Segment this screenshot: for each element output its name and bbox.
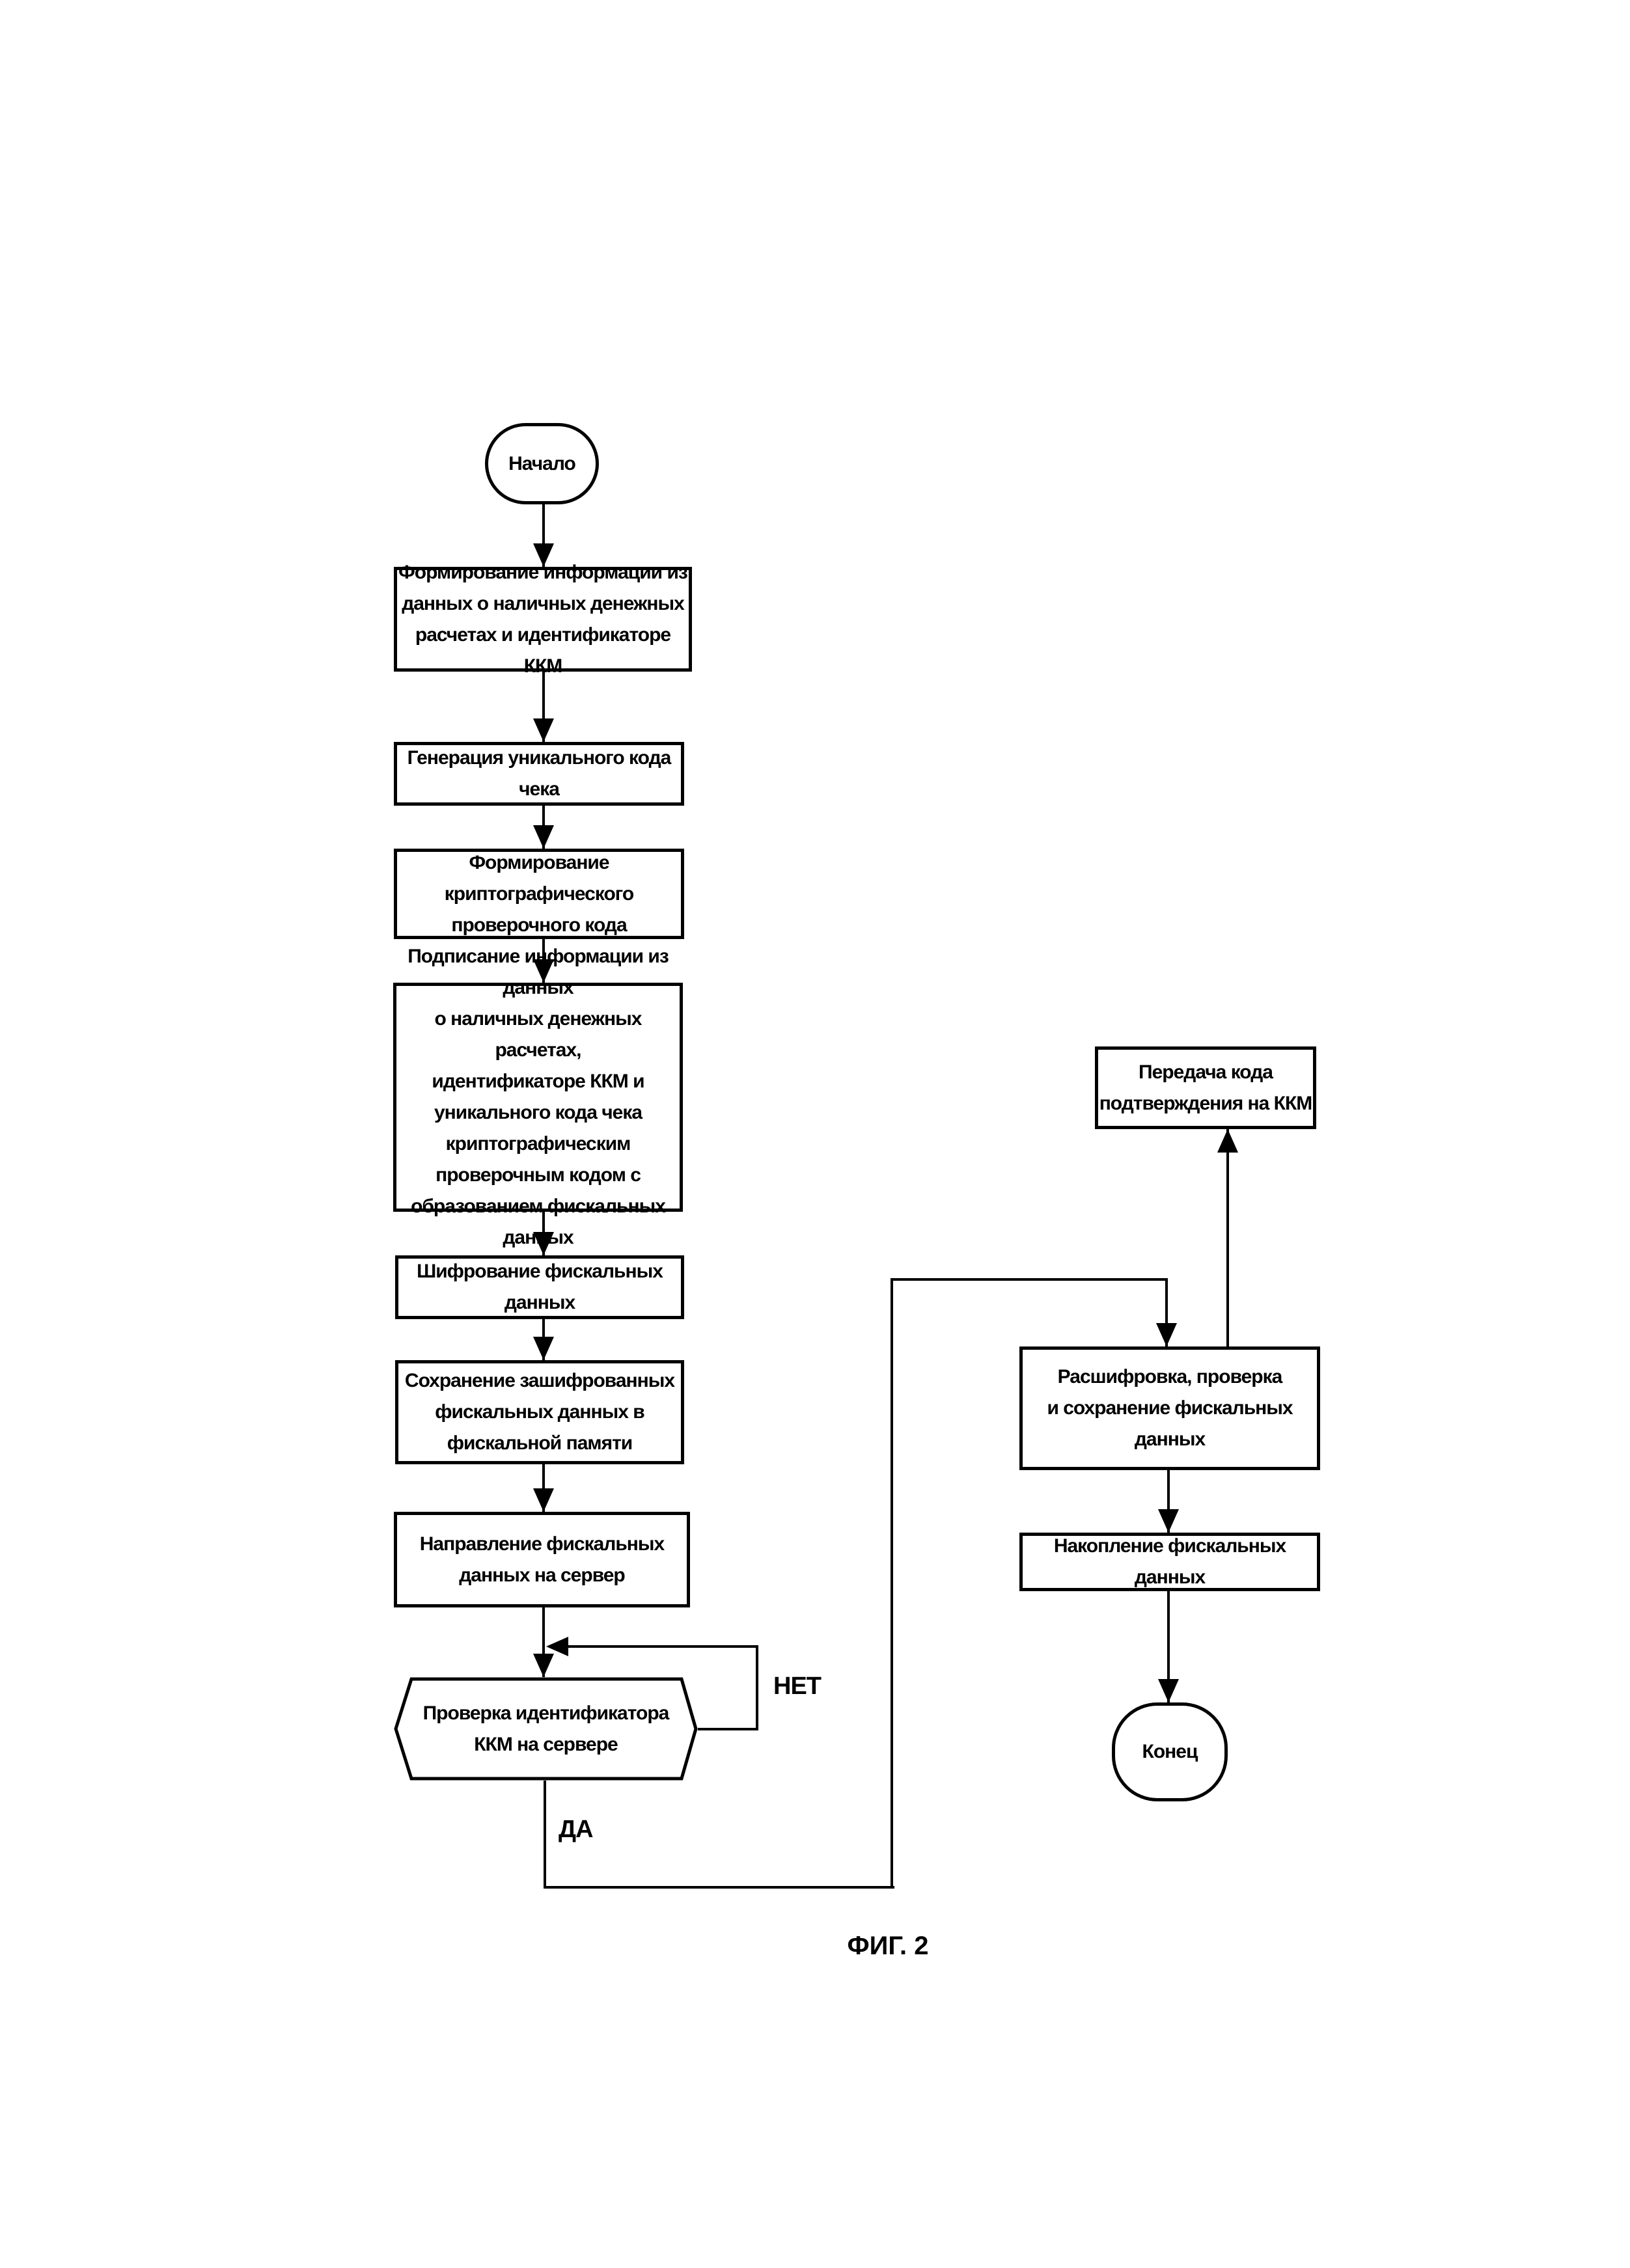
flowchart-node-check-id-label: Проверка идентификатора ККМ на сервере [422,1702,670,1755]
edge-yes-down [544,1781,546,1889]
edge-send-to-check-arrow-icon [533,1654,554,1677]
edge-decrypt-to-accumulate [1167,1470,1170,1533]
flowchart-node-form-crypto-code: Формирование криптографического провероч… [394,849,684,939]
hexagon-shape [394,1677,698,1781]
edge-save-to-send-arrow-icon [533,1488,554,1512]
edge-decrypt-to-accumulate-arrow-icon [1158,1509,1179,1533]
edge-yes-into-decrypt [1165,1278,1168,1346]
edge-yes-bottom [544,1886,894,1889]
flowchart-node-sign-info: Подписание информации из данных о наличн… [393,946,683,1248]
edge-no-loop-bottom [698,1728,758,1730]
edge-decrypt-to-confirm-arrow-icon [1217,1129,1238,1153]
edge-accumulate-to-end [1167,1591,1170,1702]
flowchart-node-form-info: Формирование информации из данных о нали… [394,562,692,677]
flowchart-node-decrypt-check-save: Расшифровка, проверка и сохранение фиска… [1019,1346,1320,1470]
edge-yes-top [891,1278,1168,1281]
edge-generate-to-crypto-arrow-icon [533,825,554,849]
figure-caption: ФИГ. 2 [847,1932,929,1960]
flowchart-node-save-encrypted: Сохранение зашифрованных фискальных данн… [395,1360,684,1464]
flowchart-node-send-to-server: Направление фискальных данных на сервер [394,1512,690,1607]
edge-yes-into-decrypt-arrow-icon [1156,1323,1177,1346]
edge-decrypt-to-confirm [1226,1129,1229,1346]
edge-start-to-form-info-arrow-icon [533,543,554,567]
edge-no-loop-right [756,1645,758,1730]
flowchart-node-generate-code: Генерация уникального кода чека [394,742,684,806]
edge-form-info-to-generate [542,672,545,742]
edge-save-to-send [542,1464,545,1512]
flowchart-node-start: Начало [485,423,599,504]
flowchart-node-check-id: Проверка идентификатора ККМ на сервере [394,1677,698,1781]
edge-accumulate-to-end-arrow-icon [1158,1679,1179,1702]
flowchart-node-encrypt: Шифрование фискальных данных [395,1255,684,1319]
edge-sign-to-encrypt-arrow-icon [533,1232,554,1255]
edge-no-loop-top [549,1645,757,1648]
flowchart-node-end: Конец [1112,1702,1228,1801]
edge-label-yes: ДА [559,1816,594,1843]
edge-yes-riser [891,1278,893,1889]
flowchart-node-send-confirmation: Передача кода подтверждения на ККМ [1095,1046,1316,1129]
edge-crypto-to-sign-arrow-icon [533,959,554,983]
edge-no-loop-arrow-icon [546,1637,568,1656]
edge-label-no: НЕТ [773,1673,822,1700]
edge-start-to-form-info [542,504,545,567]
edge-form-info-to-generate-arrow-icon [533,718,554,742]
edge-send-to-check [542,1607,545,1677]
flowchart-node-accumulate: Накопление фискальных данных [1019,1533,1320,1591]
edge-encrypt-to-save-arrow-icon [533,1337,554,1360]
